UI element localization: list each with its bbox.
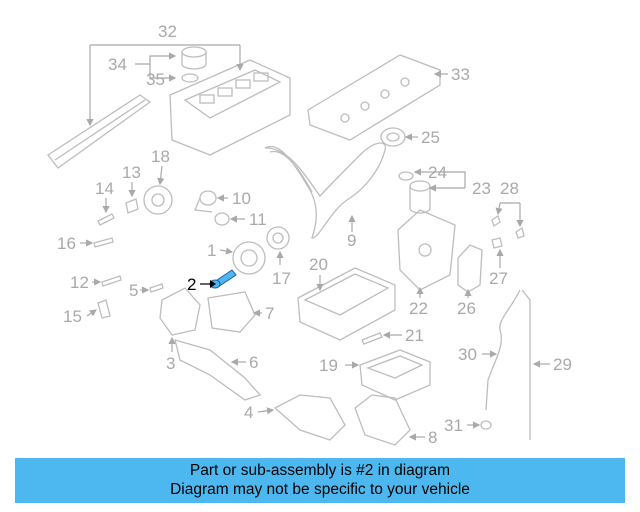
part-32-gasket-strip [47, 94, 152, 169]
part-25-seal [380, 127, 406, 147]
label-24: 24 [428, 163, 447, 182]
label-33: 33 [451, 65, 470, 84]
part-10-tensioner [194, 190, 217, 213]
part-19-oil-pan-lower [359, 349, 431, 401]
part-5-pin [149, 283, 164, 293]
banner-line-1: Part or sub-assembly is #2 in diagram [189, 462, 451, 479]
label-21: 21 [405, 326, 424, 345]
part-6-cover [174, 339, 262, 401]
label-17: 17 [272, 269, 291, 288]
part-11-pulley [214, 212, 230, 226]
label-5: 5 [129, 281, 138, 300]
part-13-plug [125, 198, 139, 214]
part-29-dipstick [521, 289, 531, 440]
label-6: 6 [249, 353, 258, 372]
label-28: 28 [500, 179, 519, 198]
label-29: 29 [553, 355, 572, 374]
label-13: 13 [122, 163, 141, 182]
label-35: 35 [146, 70, 165, 89]
label-27: 27 [489, 269, 508, 288]
label-18: 18 [151, 147, 170, 166]
label-26: 26 [457, 299, 476, 318]
label-12: 12 [70, 273, 89, 292]
label-16: 16 [57, 234, 76, 253]
part-14-bolt [97, 213, 115, 226]
part-3-cover [159, 287, 201, 336]
part-20-oil-pan-upper [297, 267, 396, 341]
label-9: 9 [347, 231, 356, 250]
label-32: 32 [158, 22, 177, 41]
label-2-highlighted: 2 [187, 275, 196, 294]
part-24-oil-filter [409, 180, 431, 214]
part-17-sprocket [266, 226, 290, 250]
label-34: 34 [108, 55, 127, 74]
part-16-bolt [93, 237, 114, 248]
part-30-dipstick-tube [485, 289, 521, 411]
part-31-seal [480, 420, 492, 430]
label-30: 30 [458, 345, 477, 364]
info-banner: Part or sub-assembly is #2 in diagram Di… [15, 458, 625, 503]
label-4: 4 [244, 403, 253, 422]
part-21-sensor [361, 332, 383, 345]
banner-line-2: Diagram may not be specific to your vehi… [170, 481, 470, 498]
label-25: 25 [421, 128, 440, 147]
part-valve-cover-left [169, 59, 291, 156]
label-31: 31 [444, 416, 463, 435]
part-34-cap [181, 46, 207, 70]
part-18-sprocket [143, 185, 173, 215]
part-33-gasket [307, 54, 441, 141]
part-9-timing-belt [264, 142, 387, 239]
part-15-sensor [97, 299, 111, 319]
label-14: 14 [95, 179, 114, 198]
part-24-ring [398, 171, 414, 181]
part-28-fittings [491, 214, 525, 239]
part-26-cover [457, 244, 483, 293]
label-8: 8 [428, 428, 437, 447]
label-3: 3 [166, 354, 175, 373]
part-7-cover [207, 291, 256, 333]
parts-diagram: 32 34 35 33 25 24 23 28 18 13 14 10 11 1… [47, 22, 572, 447]
part-1-crank-pulley [232, 241, 266, 275]
label-11: 11 [249, 210, 267, 229]
label-1: 1 [207, 241, 216, 260]
part-8-bracket [354, 394, 411, 446]
leader-lines [80, 44, 550, 441]
label-20: 20 [309, 255, 328, 274]
part-22-bracket [397, 209, 456, 291]
part-35-seal [181, 73, 199, 83]
label-15: 15 [63, 307, 82, 326]
label-22: 22 [409, 299, 428, 318]
part-27-plug [491, 237, 503, 249]
label-10: 10 [232, 189, 251, 208]
part-12-bolt [101, 275, 122, 287]
label-7: 7 [265, 304, 274, 323]
label-23: 23 [472, 179, 491, 198]
label-19: 19 [319, 356, 338, 375]
part-4-bracket [273, 394, 346, 441]
